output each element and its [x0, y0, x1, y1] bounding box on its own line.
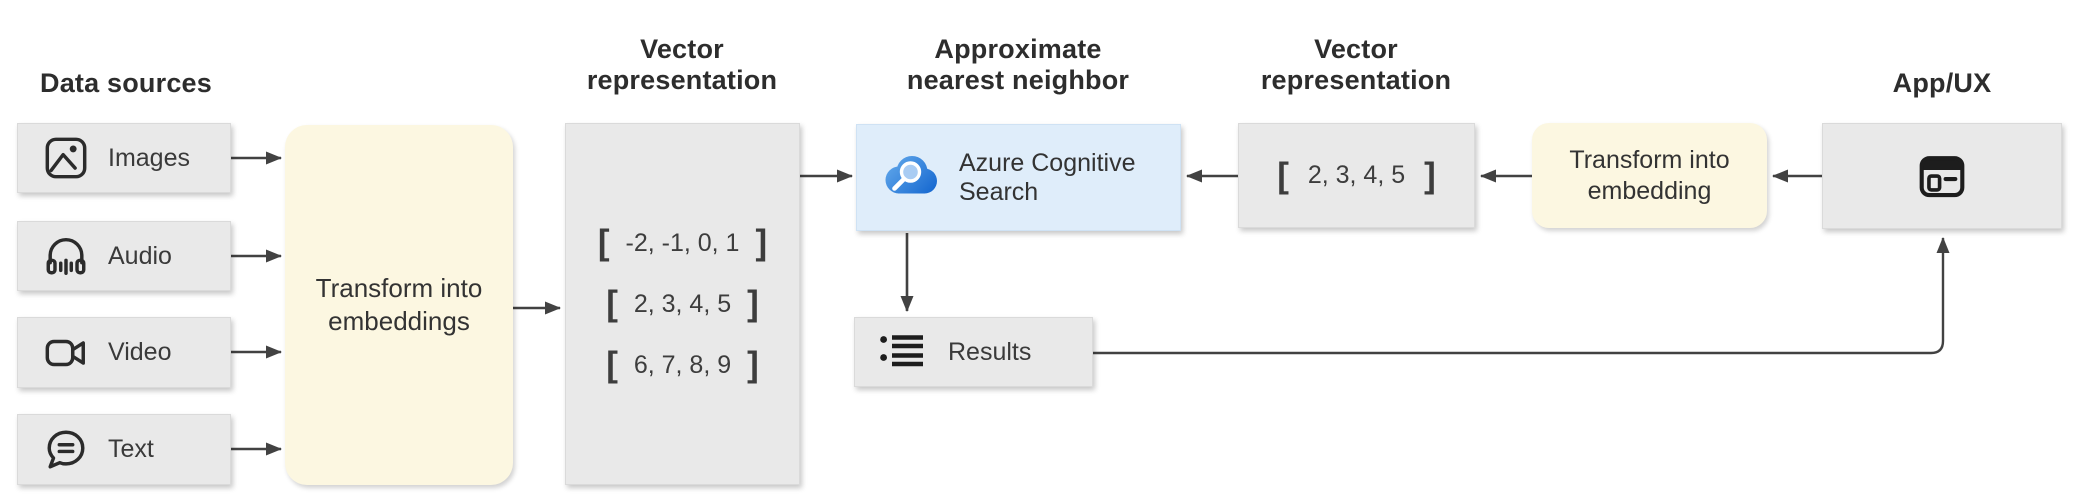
- node-azure-cognitive-search: Azure Cognitive Search: [856, 124, 1181, 231]
- node-results: Results: [854, 317, 1093, 387]
- node-app-ux: [1822, 123, 2062, 229]
- vector-values: 2, 3, 4, 5: [633, 289, 732, 318]
- bracket-open: [: [1277, 155, 1289, 195]
- heading-line: Approximate: [934, 34, 1102, 64]
- heading-line: representation: [1260, 65, 1452, 95]
- image-icon: [43, 135, 89, 181]
- heading-approximate-nearest-neighbor: Approximate nearest neighbor: [868, 34, 1168, 96]
- node-vector-list: [ -2, -1, 0, 1 ] [ 2, 3, 4, 5 ] [ 6, 7, …: [565, 123, 800, 485]
- node-transform-into-embeddings: Transform into embeddings: [285, 125, 513, 485]
- vector-row: [ 2, 3, 4, 5 ]: [606, 284, 759, 323]
- heading-line: Vector: [640, 34, 724, 64]
- node-video: Video: [17, 317, 231, 388]
- vector-row: [ 6, 7, 8, 9 ]: [606, 345, 759, 384]
- node-label: Results: [948, 337, 1032, 366]
- node-label: Azure Cognitive Search: [959, 148, 1136, 206]
- vector-values: 6, 7, 8, 9: [633, 350, 732, 379]
- bracket-open: [: [606, 345, 618, 384]
- vector-values: 2, 3, 4, 5: [1307, 161, 1406, 189]
- text-icon: [43, 427, 89, 473]
- vector-row: [ 2, 3, 4, 5 ]: [1277, 155, 1436, 195]
- heading-line: nearest neighbor: [906, 65, 1130, 95]
- node-images: Images: [17, 123, 231, 193]
- node-label: Video: [108, 338, 172, 366]
- node-vector-single: [ 2, 3, 4, 5 ]: [1238, 123, 1475, 228]
- heading-line: representation: [586, 65, 778, 95]
- node-text: Text: [17, 414, 231, 485]
- bracket-open: [: [606, 284, 618, 323]
- node-label: Images: [108, 143, 190, 172]
- heading-vector-representation-left: Vector representation: [532, 34, 832, 96]
- node-label: Text: [108, 435, 154, 463]
- heading-data-sources: Data sources: [40, 68, 212, 98]
- heading-line: Vector: [1314, 34, 1398, 64]
- vector-row: [ -2, -1, 0, 1 ]: [597, 223, 768, 262]
- vector-values: -2, -1, 0, 1: [625, 228, 740, 257]
- node-label: Audio: [108, 241, 172, 270]
- arrow-results-to-appux: [1093, 237, 1950, 355]
- heading-app-ux: App/UX: [1892, 68, 1992, 98]
- bracket-close: ]: [1424, 155, 1436, 195]
- node-audio: Audio: [17, 221, 231, 291]
- video-icon: [43, 330, 89, 376]
- app-window-icon: [1913, 147, 1971, 205]
- bracket-close: ]: [747, 345, 759, 384]
- azure-cognitive-search-icon: [879, 150, 943, 206]
- bracket-open: [: [597, 223, 610, 262]
- bracket-close: ]: [755, 223, 768, 262]
- results-list-icon: [880, 333, 926, 371]
- heading-vector-representation-right: Vector representation: [1206, 34, 1506, 96]
- node-label: Transform into embeddings: [315, 273, 483, 336]
- audio-icon: [43, 233, 89, 279]
- node-transform-into-embedding: Transform into embedding: [1532, 123, 1767, 228]
- bracket-close: ]: [747, 284, 759, 323]
- node-label: Transform into embedding: [1569, 145, 1730, 205]
